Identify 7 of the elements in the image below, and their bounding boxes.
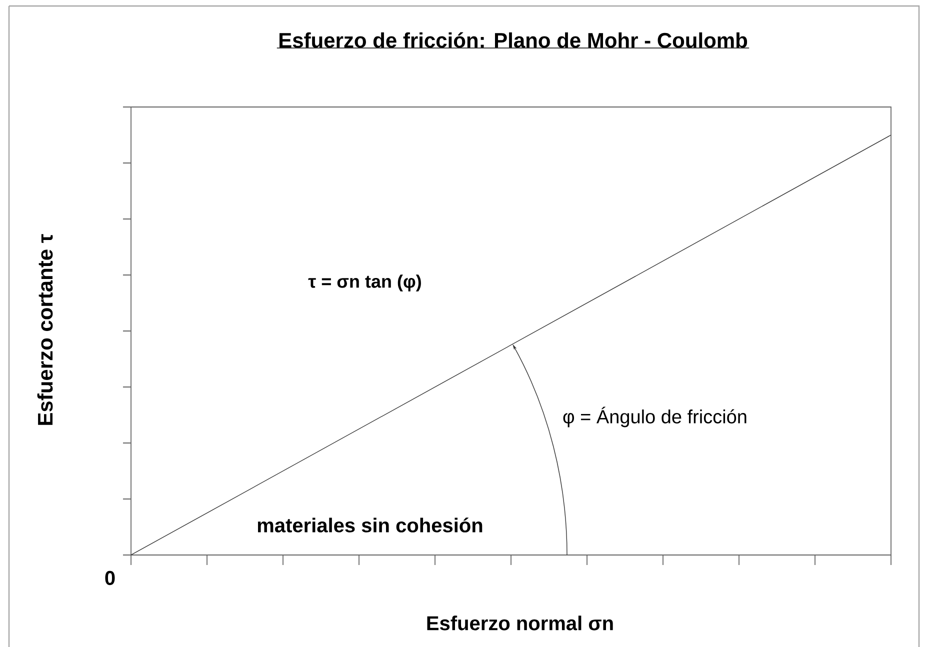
region-label: materiales sin cohesión: [258, 518, 482, 532]
formula-text: τ = σn tan (φ): [308, 274, 421, 292]
origin-label: 0: [105, 570, 115, 586]
title: Esfuerzo de fricción: Plano de Mohr - Coulomb: [276, 32, 750, 48]
axis-label: Esfuerzo normal σn: [427, 616, 613, 630]
axis-label: Esfuerzo cortante τ: [37, 234, 53, 425]
angle-label: φ = Ángulo de fricción: [563, 406, 746, 428]
